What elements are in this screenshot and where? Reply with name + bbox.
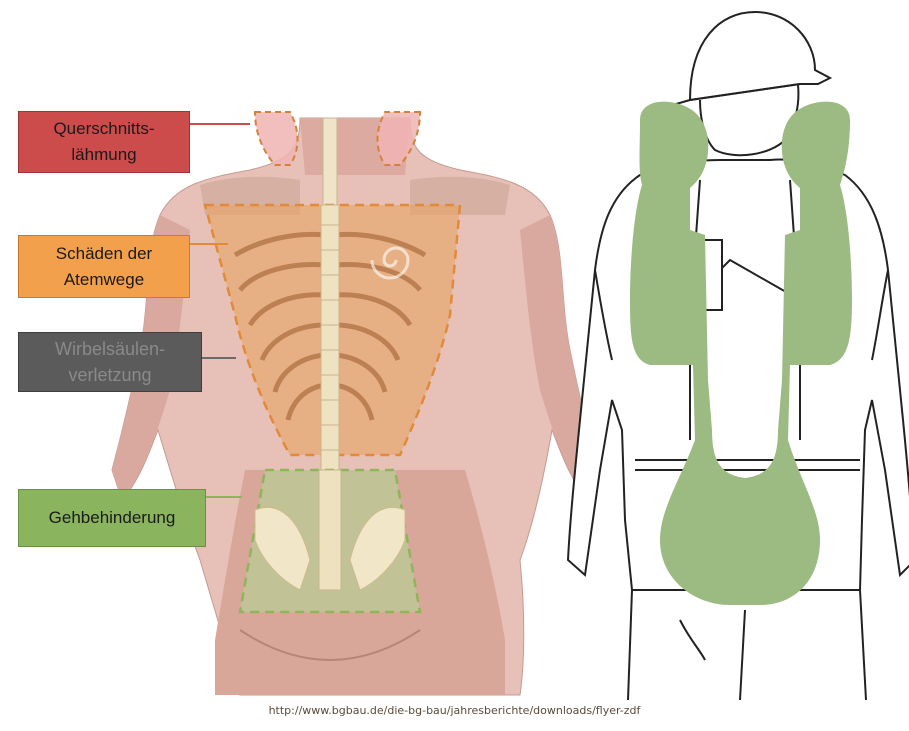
anatomy-back-figure [112, 112, 598, 695]
label-paralysis: Querschnitts- lähmung [18, 111, 190, 173]
source-link[interactable]: http://www.bgbau.de/die-bg-bau/jahresber… [0, 704, 909, 717]
label-spine-injury: Wirbelsäulen- verletzung [18, 332, 202, 392]
label-walking-disability: Gehbehinderung [18, 489, 206, 547]
label-respiratory-damage: Schäden der Atemwege [18, 235, 190, 298]
